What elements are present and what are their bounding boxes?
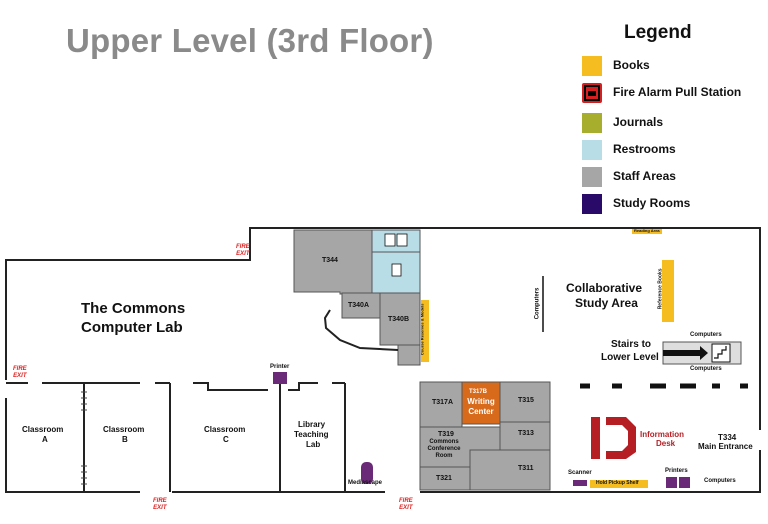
room-t317b [461, 381, 501, 425]
label-t319: T319 [438, 431, 454, 438]
label-course-reserves: Course Reserves & Models [419, 303, 425, 356]
legend-item-study-rooms: Study Rooms [582, 194, 762, 216]
label-printer: Printer [270, 364, 290, 370]
label-mediascape: Mediascape [348, 480, 383, 486]
label-info-2: Desk [656, 439, 676, 448]
label-computers-entrance: Computers [704, 478, 736, 484]
reference-books-shelf [662, 260, 674, 322]
label-t340a: T340A [348, 302, 370, 309]
label-commons-2: Computer Lab [81, 319, 183, 336]
course-reserves-shelf [421, 300, 429, 362]
legend-item-fire-alarm: Fire Alarm Pull Station [582, 83, 762, 105]
label-hold-pickup: Hold Pickup Shelf [596, 480, 639, 486]
room-t321 [419, 466, 471, 491]
label-classroom-a-2: A [42, 435, 48, 444]
label-reading-area: Reading Area [634, 228, 660, 233]
room-t313 [499, 421, 551, 451]
scanner-shape [573, 480, 587, 486]
room-t311 [469, 449, 551, 491]
label-commons-conference: Commons Conference Room [427, 439, 461, 459]
label-t340b: T340B [388, 316, 410, 323]
fire-exit-3: FIRE EXIT [153, 498, 167, 511]
label-t317b: T317B [469, 389, 488, 395]
label-classroom-b-1: Classroom [103, 425, 145, 434]
staff-areas-swatch [582, 167, 602, 187]
label-library-1: Library [298, 420, 326, 429]
restroom-1 [371, 229, 421, 253]
stairs-arrow [663, 346, 708, 360]
label-library-3: Lab [306, 440, 321, 449]
books-swatch [582, 56, 602, 76]
legend-item-restrooms: Restrooms [582, 140, 762, 162]
fire-exit-4: FIRE EXIT [399, 498, 413, 511]
label-t313: T313 [518, 430, 534, 437]
mediascape-shape [361, 462, 373, 484]
label-classroom-b-2: B [122, 435, 128, 444]
label-t344: T344 [322, 257, 338, 264]
room-t317a [419, 381, 463, 428]
label-computers-vertical: Computers [534, 287, 541, 320]
legend-item-journals: Journals [582, 113, 762, 135]
study-rooms-swatch [582, 194, 602, 214]
hold-pickup-shelf [590, 480, 648, 488]
label-t311: T311 [518, 465, 534, 472]
label-writing-center: Writing Center [467, 397, 495, 416]
page-title: Upper Level (3rd Floor) [66, 22, 434, 59]
label-commons-1: The Commons [81, 300, 186, 317]
label-library-2: Teaching [294, 430, 329, 439]
stairs-icon [711, 343, 731, 363]
fire-exit-1: FIRE EXIT [236, 244, 250, 257]
label-classroom-c-1: Classroom [204, 425, 246, 434]
room-t340b [379, 292, 421, 346]
outer-walls [5, 227, 761, 493]
label-t317a: T317A [432, 399, 454, 406]
label-stairs-2: Lower Level [601, 352, 659, 363]
label-collab-2: Study Area [575, 296, 638, 310]
information-desk-shape [591, 417, 636, 459]
restrooms-swatch [582, 140, 602, 160]
label-reference-books: Reference Books [657, 268, 664, 310]
classroom-walls [6, 382, 346, 492]
reading-area-shelf [632, 229, 662, 234]
label-t334: T334 [718, 433, 737, 442]
legend-title: Legend [624, 22, 692, 43]
restroom-icons [384, 233, 408, 277]
label-classroom-c-2: C [223, 435, 229, 444]
room-t340a [341, 292, 381, 319]
label-computers-stairs-bottom: Computers [690, 366, 722, 372]
printers-shape-1 [666, 477, 677, 488]
legend-item-staff-areas: Staff Areas [582, 167, 762, 189]
label-t315: T315 [518, 397, 534, 404]
fire-exit-2: FIRE EXIT [13, 366, 27, 379]
printer-shape [273, 372, 287, 384]
room-t340b-annex [397, 344, 421, 366]
label-scanner: Scanner [568, 470, 592, 476]
label-computers-stairs-top: Computers [690, 332, 722, 338]
label-stairs-1: Stairs to [611, 339, 652, 350]
label-t321: T321 [436, 475, 452, 482]
printers-shape-2 [679, 477, 690, 488]
study-room-cluster [419, 381, 551, 491]
legend-item-books: Books [582, 56, 762, 78]
label-collab-1: Collaborative [566, 281, 643, 295]
label-printers: Printers [665, 468, 688, 474]
label-classroom-a-1: Classroom [22, 425, 64, 434]
fire-alarm-icon [582, 83, 602, 103]
journals-swatch [582, 113, 602, 133]
dividers [81, 391, 87, 485]
label-info-1: Information [640, 430, 684, 439]
label-main-entrance: Main Entrance [698, 442, 753, 451]
